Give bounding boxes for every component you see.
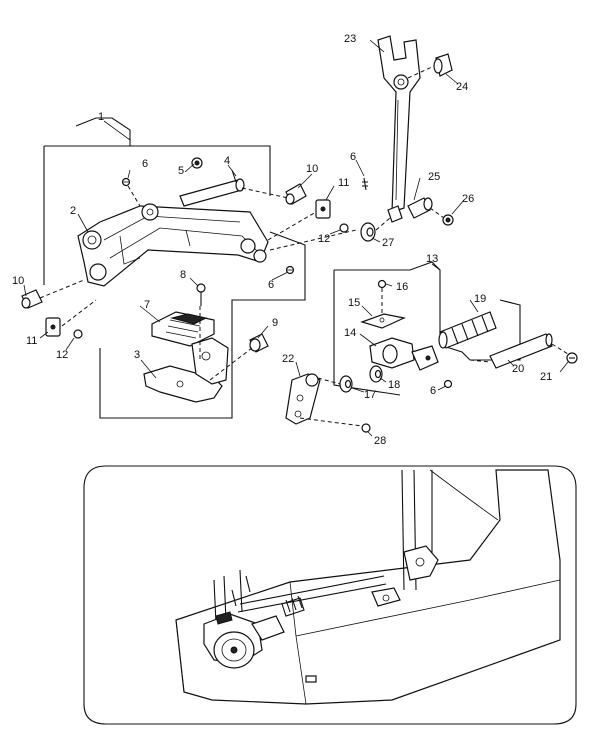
callout-4: 4 — [224, 155, 230, 167]
part-10-cap-lower — [21, 289, 43, 309]
part-9-bushing — [249, 333, 269, 353]
part-10-cap-upper — [285, 183, 307, 205]
part-27-collar — [360, 217, 391, 242]
callout-21: 21 — [540, 371, 552, 383]
callout-2: 2 — [70, 205, 76, 217]
callout-5: 5 — [178, 165, 184, 177]
part-8-screw — [196, 283, 206, 306]
assembly-1-bracket — [43, 117, 306, 419]
callout-23: 23 — [344, 33, 356, 45]
part-4-rod — [179, 169, 245, 207]
callout-6b: 6 — [268, 279, 274, 291]
location-inset — [83, 465, 577, 725]
callout-13: 13 — [426, 253, 438, 265]
part-7-foot-plate — [151, 311, 215, 347]
callout-16: 16 — [396, 281, 408, 293]
screw-icons — [121, 177, 453, 389]
callout-14: 14 — [344, 327, 356, 339]
callout-1: 1 — [98, 111, 104, 123]
part-11-plates — [45, 199, 331, 337]
callout-9: 9 — [272, 317, 278, 329]
part-3-holder — [143, 337, 229, 403]
leader-lines — [23, 39, 569, 437]
callout-24: 24 — [456, 81, 468, 93]
alignment-lines-left — [39, 185, 357, 381]
part-14-block — [369, 337, 439, 371]
callout-19: 19 — [474, 293, 486, 305]
callout-17: 17 — [364, 389, 376, 401]
part-12-screws — [73, 223, 349, 339]
callout-8: 8 — [180, 269, 186, 281]
part-15-plate — [360, 313, 406, 329]
part-24-nut — [407, 53, 453, 79]
part-22-link — [285, 373, 341, 425]
callout-7: 7 — [144, 299, 150, 311]
callout-27: 27 — [382, 237, 394, 249]
part-17-18-bushings — [339, 365, 383, 393]
part-20-shaft — [469, 333, 553, 369]
callout-labels: 1 2 3 4 5 6 6 6 6 7 8 9 10 10 11 11 12 1… — [12, 33, 552, 447]
callout-6a: 6 — [142, 158, 148, 170]
callout-11a: 11 — [338, 177, 349, 189]
callout-22: 22 — [282, 353, 294, 365]
part-23-lift-lever — [377, 35, 421, 213]
callout-20: 20 — [512, 363, 524, 375]
part-16-screw — [377, 279, 387, 314]
callout-15: 15 — [348, 297, 360, 309]
callout-6c: 6 — [350, 151, 356, 163]
part-28-screw — [299, 417, 371, 433]
callout-3: 3 — [134, 349, 140, 361]
callout-11b: 11 — [26, 335, 37, 347]
callout-10a: 10 — [306, 163, 318, 175]
part-5-washer — [191, 157, 203, 169]
part-21-screw — [551, 343, 578, 364]
callout-26: 26 — [462, 193, 474, 205]
presser-bar-lever — [77, 203, 269, 287]
callout-28: 28 — [374, 435, 386, 447]
callout-10b: 10 — [12, 275, 24, 287]
callout-18: 18 — [388, 379, 400, 391]
part-25-pin — [387, 197, 433, 223]
callout-12b: 12 — [56, 349, 68, 361]
callout-25: 25 — [428, 171, 440, 183]
part-19-spring — [438, 311, 497, 349]
callout-12a: 12 — [318, 233, 330, 245]
part-26-clip — [429, 207, 454, 226]
callout-6d: 6 — [430, 385, 436, 397]
